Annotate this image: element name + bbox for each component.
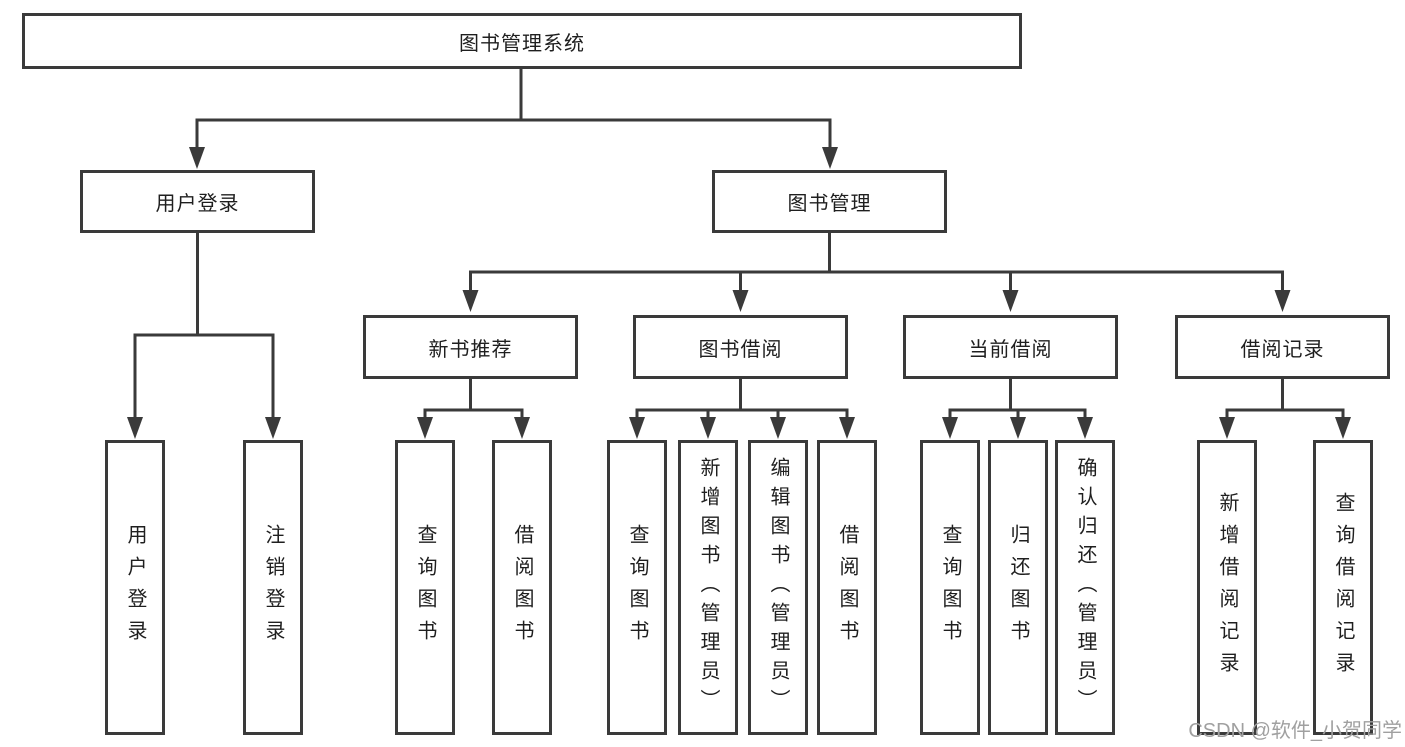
node-new-book-recommend-label: 新书推荐 xyxy=(428,338,513,361)
connector-book-management-to-level3 xyxy=(462,233,1291,312)
node-user-login: 用户登录 xyxy=(80,170,315,233)
node-user-login-label: 用户登录 xyxy=(155,193,240,215)
node-borrow-records: 借阅记录 xyxy=(1175,315,1390,379)
connector-records-branch xyxy=(1219,379,1351,439)
node-current-borrowing-label: 当前借阅 xyxy=(968,338,1053,361)
node-book-management-label: 图书管理 xyxy=(787,193,872,215)
leaf-recommend-borrow-books-label: 借阅图书 xyxy=(511,523,533,652)
leaf-borrow-add-books-admin-label: 新增图书（管理员） xyxy=(697,457,719,718)
node-book-borrowing: 图书借阅 xyxy=(633,315,848,379)
node-root: 图书管理系统 xyxy=(22,13,1022,69)
leaf-user-login-label: 用户登录 xyxy=(124,523,146,652)
connector-root-to-level2 xyxy=(189,69,838,169)
leaf-records-add-record: 新增借阅记录 xyxy=(1197,440,1257,735)
node-root-label: 图书管理系统 xyxy=(459,32,585,55)
leaf-borrow-query-books: 查询图书 xyxy=(607,440,667,735)
leaf-borrow-add-books-admin: 新增图书（管理员） xyxy=(678,440,738,735)
connector-recommend-branch xyxy=(417,379,530,439)
leaf-borrow-edit-books-admin-label: 编辑图书（管理员） xyxy=(767,457,789,718)
leaf-records-query-record-label: 查询借阅记录 xyxy=(1332,491,1354,684)
connector-borrow-branch xyxy=(629,379,855,439)
node-new-book-recommend: 新书推荐 xyxy=(363,315,578,379)
leaf-records-add-record-label: 新增借阅记录 xyxy=(1216,491,1238,684)
leaf-user-login: 用户登录 xyxy=(105,440,165,735)
connector-user-login-branch xyxy=(127,233,281,439)
leaf-recommend-query-books: 查询图书 xyxy=(395,440,455,735)
leaf-current-confirm-return-admin-label: 确认归还（管理员） xyxy=(1074,457,1096,718)
leaf-logout: 注销登录 xyxy=(243,440,303,735)
leaf-logout-label: 注销登录 xyxy=(262,523,284,652)
node-borrow-records-label: 借阅记录 xyxy=(1240,338,1325,361)
node-book-borrowing-label: 图书借阅 xyxy=(698,338,783,361)
connector-current-branch xyxy=(942,379,1093,439)
leaf-borrow-query-books-label: 查询图书 xyxy=(626,523,648,652)
node-current-borrowing: 当前借阅 xyxy=(903,315,1118,379)
leaf-current-return-books-label: 归还图书 xyxy=(1007,523,1029,652)
leaf-records-query-record: 查询借阅记录 xyxy=(1313,440,1373,735)
leaf-borrow-borrow-books-label: 借阅图书 xyxy=(836,523,858,652)
leaf-recommend-query-books-label: 查询图书 xyxy=(414,523,436,652)
leaf-current-confirm-return-admin: 确认归还（管理员） xyxy=(1055,440,1115,735)
leaf-current-return-books: 归还图书 xyxy=(988,440,1048,735)
leaf-borrow-edit-books-admin: 编辑图书（管理员） xyxy=(748,440,808,735)
leaf-borrow-borrow-books: 借阅图书 xyxy=(817,440,877,735)
leaf-recommend-borrow-books: 借阅图书 xyxy=(492,440,552,735)
leaf-current-query-books: 查询图书 xyxy=(920,440,980,735)
leaf-current-query-books-label: 查询图书 xyxy=(939,523,961,652)
node-book-management: 图书管理 xyxy=(712,170,947,233)
